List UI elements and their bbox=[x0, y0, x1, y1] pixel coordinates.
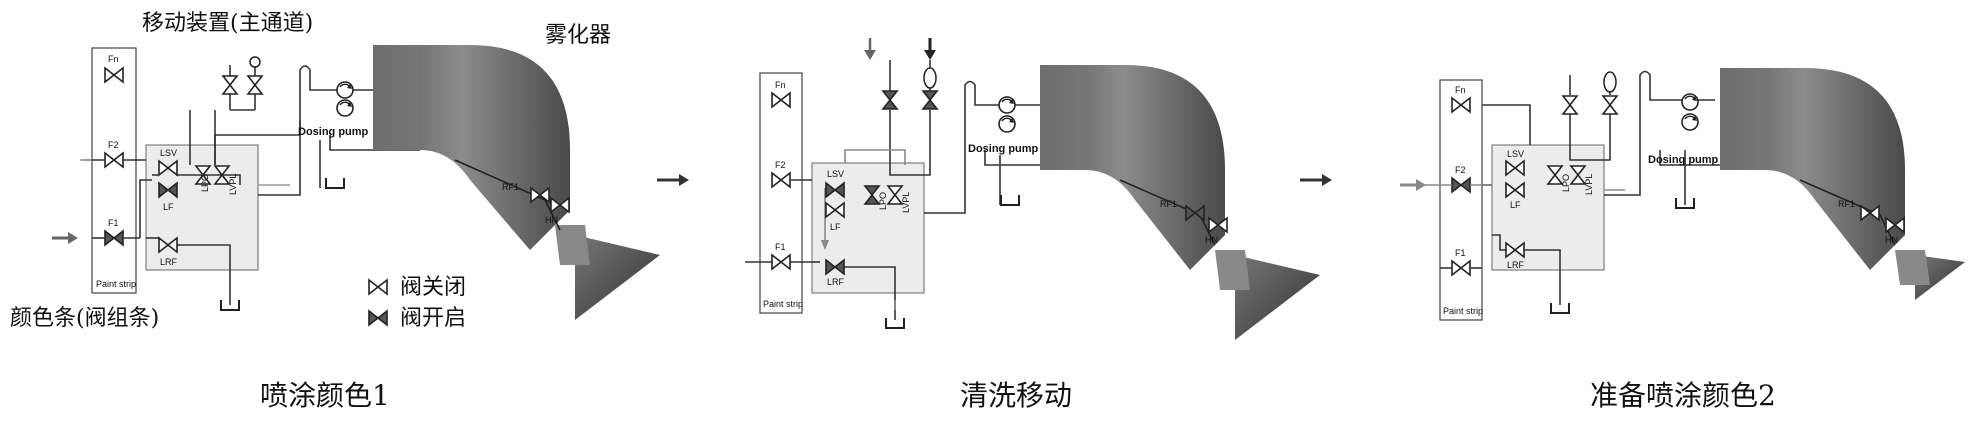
label-fn-2: Fn bbox=[775, 80, 786, 90]
label-lrf: LRF bbox=[160, 257, 178, 267]
label-f2-3: F2 bbox=[1455, 165, 1466, 175]
label-rf1-3: RF1 bbox=[1838, 199, 1855, 209]
label-lrf-2: LRF bbox=[827, 277, 845, 287]
label-rf1-2: RF1 bbox=[1160, 199, 1177, 209]
label-atomizer: 雾化器 bbox=[545, 23, 611, 48]
label-hn-2: HN bbox=[1205, 235, 1218, 245]
paint-strip-box bbox=[91, 47, 137, 294]
arrow-right-icon-2 bbox=[1298, 172, 1334, 188]
paint-strip-box-2 bbox=[759, 72, 803, 314]
label-f1-3: F1 bbox=[1455, 248, 1466, 258]
label-f2: F2 bbox=[108, 140, 119, 150]
label-lsv-2: LSV bbox=[827, 169, 844, 179]
legend-open-icon bbox=[368, 310, 388, 326]
valve-block-box-2 bbox=[811, 162, 925, 294]
dosing-pump-icon bbox=[336, 81, 354, 99]
drain-icon-4 bbox=[1000, 194, 1020, 206]
inlet-arrow-icon bbox=[68, 232, 78, 244]
label-lpo: LPO bbox=[200, 174, 210, 192]
label-hn: HN bbox=[545, 215, 558, 225]
valve-pl-icon bbox=[247, 75, 263, 95]
label-lpo-2: LPO bbox=[878, 192, 888, 210]
paint-strip-box-3 bbox=[1439, 79, 1483, 321]
label-lvpl-3: LVPL bbox=[1584, 174, 1594, 195]
label-hn-3: HN bbox=[1885, 235, 1898, 245]
label-dosing-pump: Dosing pump bbox=[298, 126, 369, 138]
label-paint-strip-box-3: Paint strip bbox=[1443, 306, 1483, 316]
atomizer-bell-2 bbox=[1235, 255, 1320, 340]
arrow-right-icon bbox=[655, 172, 691, 188]
legend-closed-label: 阀关闭 bbox=[400, 275, 466, 300]
dosing-pump-icon-5 bbox=[1681, 93, 1699, 111]
label-lvpl: LVPL bbox=[228, 174, 238, 195]
label-lsv: LSV bbox=[160, 148, 177, 158]
label-fn-3: Fn bbox=[1455, 85, 1466, 95]
caption-stage-2: 清洗移动 bbox=[960, 379, 1072, 412]
caption-stage-1: 喷涂颜色1 bbox=[260, 379, 390, 412]
drain-icon-2 bbox=[325, 177, 345, 189]
label-f1-2: F1 bbox=[775, 242, 786, 252]
legend-closed-icon bbox=[368, 279, 388, 295]
valve-pl-icon-3 bbox=[1602, 95, 1618, 115]
valve-v-icon-3 bbox=[1562, 95, 1578, 115]
inlet-arrow-down-icon-2 bbox=[924, 50, 936, 60]
dosing-pump-icon-3 bbox=[998, 96, 1016, 114]
atomizer-bell bbox=[575, 235, 660, 320]
valve-pl-icon-2 bbox=[922, 90, 938, 110]
caption-stage-3: 准备喷涂颜色2 bbox=[1590, 379, 1776, 412]
atomizer-bell-3 bbox=[1915, 255, 1965, 300]
atomizer-body-3 bbox=[1720, 68, 1905, 270]
stage-3-diagram: Paint strip Dosing pump Fn F2 F1 LSV LF … bbox=[1400, 68, 1965, 412]
dosing-pump-icon-6 bbox=[1681, 113, 1699, 131]
label-fn: Fn bbox=[108, 54, 119, 64]
valve-v-icon bbox=[222, 75, 238, 95]
label-lrf-3: LRF bbox=[1507, 260, 1525, 270]
label-lf-2: LF bbox=[830, 222, 841, 232]
label-f2-2: F2 bbox=[775, 160, 786, 170]
stage-2-diagram: Paint strip Dosing pump Fn F2 F1 LSV LF … bbox=[745, 38, 1320, 412]
label-f1: F1 bbox=[108, 218, 119, 228]
label-paint-strip: 颜色条(阀组条) bbox=[10, 306, 159, 331]
label-moving-device: 移动装置(主通道) bbox=[142, 11, 313, 36]
inlet-arrow-icon-3 bbox=[1416, 179, 1426, 191]
label-paint-strip-box: Paint strip bbox=[96, 279, 136, 289]
inlet-arrow-down-icon bbox=[864, 50, 876, 60]
label-rf1: RF1 bbox=[502, 182, 519, 192]
label-dosing-pump-2: Dosing pump bbox=[968, 143, 1039, 155]
atomizer-body-2 bbox=[1040, 65, 1225, 270]
valve-v-icon-2 bbox=[882, 90, 898, 110]
label-paint-strip-box-2: Paint strip bbox=[763, 299, 803, 309]
label-lpo-3: LPO bbox=[1561, 174, 1571, 192]
legend-open-label: 阀开启 bbox=[400, 306, 466, 331]
label-lf-3: LF bbox=[1510, 200, 1521, 210]
dosing-pump-icon-4 bbox=[998, 115, 1016, 133]
label-dosing-pump-3: Dosing pump bbox=[1648, 154, 1719, 166]
stage-1-diagram: 移动装置(主通道) 雾化器 颜色条(阀组条) Paint strip Dosin… bbox=[10, 11, 660, 412]
atomizer-body bbox=[373, 45, 570, 250]
label-lvpl-2: LVPL bbox=[901, 192, 911, 213]
label-lf: LF bbox=[163, 202, 174, 212]
dosing-pump-icon-2 bbox=[336, 99, 354, 117]
label-lsv-3: LSV bbox=[1507, 149, 1524, 159]
